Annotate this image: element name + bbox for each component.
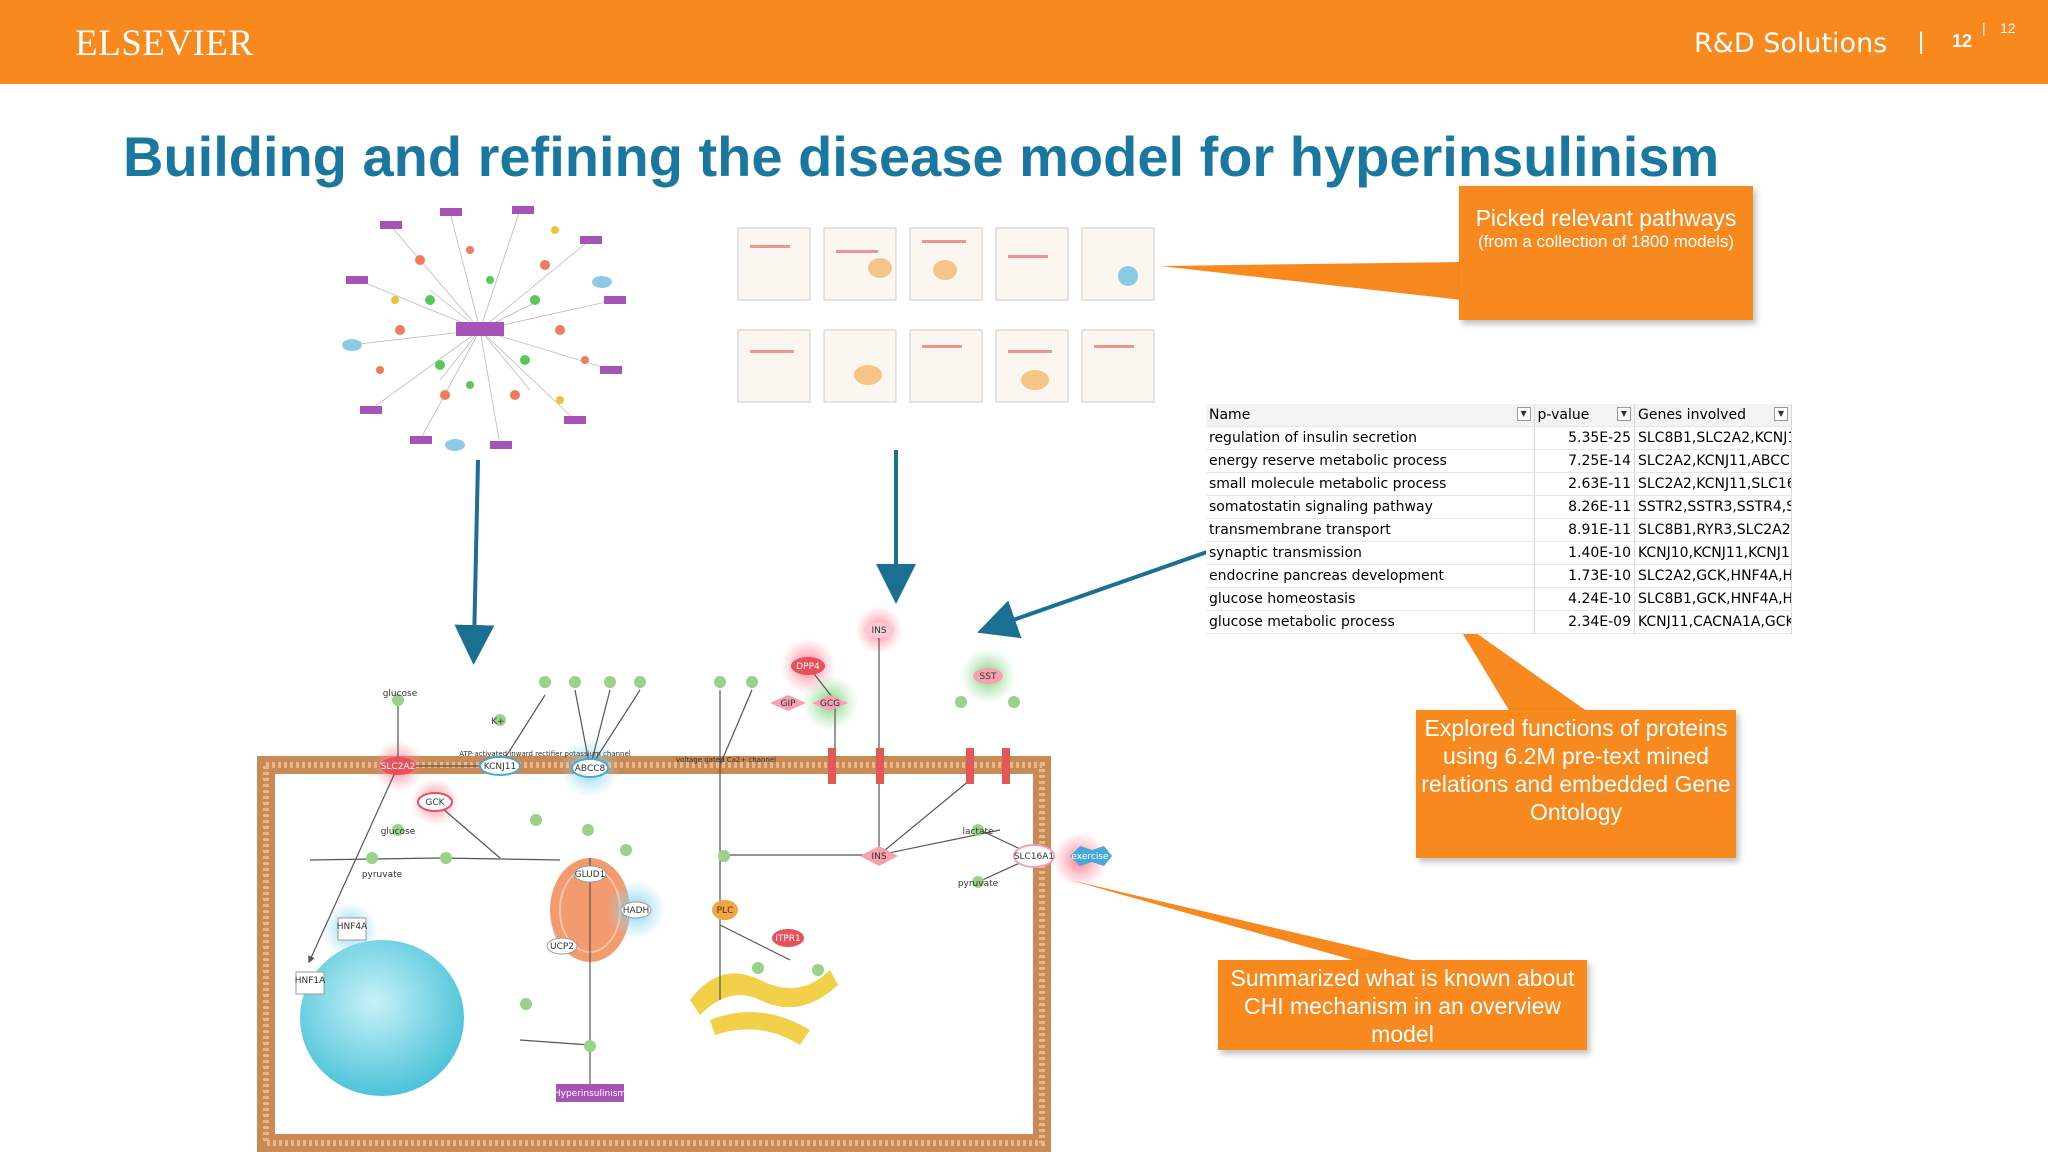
svg-text:KCNJ11: KCNJ11 — [484, 762, 517, 772]
sst-node[interactable]: SST — [973, 668, 1003, 684]
svg-text:pyruvate: pyruvate — [958, 879, 999, 889]
pathways-callout-pointer — [1160, 262, 1462, 300]
vgcc-label: voltage gated Ca2+ channel — [676, 756, 776, 764]
svg-text:HNF1A: HNF1A — [295, 976, 326, 986]
filter-dropdown-icon[interactable]: ▼ — [1774, 407, 1788, 421]
header-separator: | — [1918, 28, 1925, 55]
svg-text:glucose: glucose — [383, 689, 418, 699]
flow-arrows — [454, 450, 1208, 665]
svg-text:INS: INS — [871, 852, 886, 862]
functions-callout: Explored functions of proteins using 6.2… — [1416, 710, 1736, 858]
plc-node[interactable]: PLC — [712, 900, 738, 920]
svg-text:glucose: glucose — [381, 827, 416, 837]
svg-text:GLUD1: GLUD1 — [575, 870, 606, 880]
column-header-name: Name — [1209, 407, 1251, 423]
column-header-pvalue: p-value — [1537, 407, 1590, 423]
svg-text:UCP2: UCP2 — [550, 942, 574, 952]
hyperinsulinism-node[interactable]: Hyperinsulinism — [554, 1084, 626, 1102]
column-header-genes: Genes involved — [1637, 407, 1746, 423]
katp-label: ATP-activated inward rectifier potassium… — [459, 750, 631, 758]
network-thumbnail — [342, 206, 626, 451]
table-header-row: Name ▼ p-value ▼ Genes involved ▼ — [1206, 404, 1793, 427]
svg-text:SLC16A1: SLC16A1 — [1014, 852, 1054, 862]
pathways-callout-text: Picked relevant pathways — [1475, 205, 1737, 231]
dpp4-node[interactable]: DPP4 — [791, 657, 825, 675]
slide-title: Building and refining the disease model … — [123, 125, 1720, 188]
gck-node[interactable]: GCK — [417, 792, 453, 812]
ins-node[interactable]: INS — [864, 622, 894, 638]
svg-text:DPP4: DPP4 — [796, 662, 820, 672]
itpr1-node[interactable]: ITPR1 — [772, 929, 804, 947]
functions-callout-text: Explored functions of proteins using 6.2… — [1421, 715, 1731, 825]
filter-dropdown-icon[interactable]: ▼ — [1516, 407, 1531, 421]
brand-label: R&D Solutions — [1694, 28, 1888, 59]
svg-text:GCK: GCK — [425, 798, 445, 808]
svg-text:SST: SST — [980, 672, 997, 682]
elsevier-logo: ELSEVIER — [75, 23, 254, 64]
abcc8-node[interactable]: ABCC8 — [571, 758, 609, 778]
filter-dropdown-icon[interactable]: ▼ — [1616, 407, 1631, 421]
svg-text:PLC: PLC — [717, 906, 734, 916]
k-label: K+ — [491, 717, 504, 727]
svg-text:HNF4A: HNF4A — [337, 922, 368, 932]
hnf1a-node[interactable]: HNF1A — [295, 971, 326, 995]
header-bar: ELSEVIER R&D Solutions | 12 | 12 — [0, 0, 2048, 84]
svg-text:SLC2A2: SLC2A2 — [381, 762, 416, 772]
slc2a2-node[interactable]: SLC2A2 — [380, 757, 416, 775]
header-separator-small: | — [1982, 20, 1986, 36]
exercise-node[interactable]: exercise — [1070, 846, 1112, 866]
nucleus — [300, 940, 464, 1096]
svg-text:pyruvate: pyruvate — [362, 870, 403, 880]
svg-text:GIP: GIP — [780, 699, 796, 709]
svg-text:K+: K+ — [491, 717, 504, 727]
page-number-small: 12 — [2000, 20, 2016, 36]
gip-node[interactable]: GIP — [770, 695, 806, 711]
ins-center-node[interactable]: INS — [860, 846, 898, 866]
endoplasmic-reticulum — [690, 970, 838, 1045]
lactate-label: lactate — [962, 827, 994, 837]
summary-callout-text: Summarized what is known about CHI mecha… — [1230, 965, 1575, 1047]
slc16a1-node[interactable]: SLC16A1 — [1013, 844, 1055, 868]
membrane-receptors — [828, 748, 1010, 784]
svg-text:exercise: exercise — [1071, 852, 1109, 862]
svg-text:ITPR1: ITPR1 — [775, 934, 801, 944]
metabolite-nodes — [366, 676, 1020, 1052]
hnf4a-node[interactable]: HNF4A — [337, 917, 368, 941]
go-enrichment-table: Name ▼ p-value ▼ Genes involved ▼ regulatio… — [1206, 404, 1793, 634]
glucose-label: glucose — [383, 689, 418, 699]
svg-text:HADH: HADH — [623, 906, 650, 916]
pathway-thumbnails — [737, 227, 1155, 403]
cell-membrane — [257, 756, 1051, 1152]
svg-text:GCG: GCG — [820, 699, 840, 709]
pathways-callout: Picked relevant pathways (from a collect… — [1459, 186, 1753, 320]
svg-text:ABCC8: ABCC8 — [575, 764, 606, 774]
ucp2-node[interactable]: UCP2 — [546, 937, 578, 955]
summary-callout-pointer — [1070, 880, 1420, 962]
summary-callout: Summarized what is known about CHI mecha… — [1218, 960, 1587, 1050]
kcnj11-node[interactable]: KCNJ11 — [479, 756, 521, 776]
functions-callout-pointer — [1452, 616, 1588, 712]
svg-text:lactate: lactate — [962, 827, 994, 837]
pathways-callout-subtext: (from a collection of 1800 models) — [1477, 232, 1735, 251]
svg-text:INS: INS — [871, 626, 886, 636]
glucose-inner-label: glucose — [381, 827, 416, 837]
gcg-node[interactable]: GCG — [812, 695, 848, 711]
hadh-node[interactable]: HADH — [620, 901, 652, 919]
page-number: 12 — [1952, 31, 1973, 51]
pyruvate-label: pyruvate — [958, 879, 999, 889]
svg-text:Hyperinsulinism: Hyperinsulinism — [554, 1089, 626, 1099]
glud1-node[interactable]: GLUD1 — [573, 865, 607, 883]
pyruvate-left-label: pyruvate — [362, 870, 403, 880]
